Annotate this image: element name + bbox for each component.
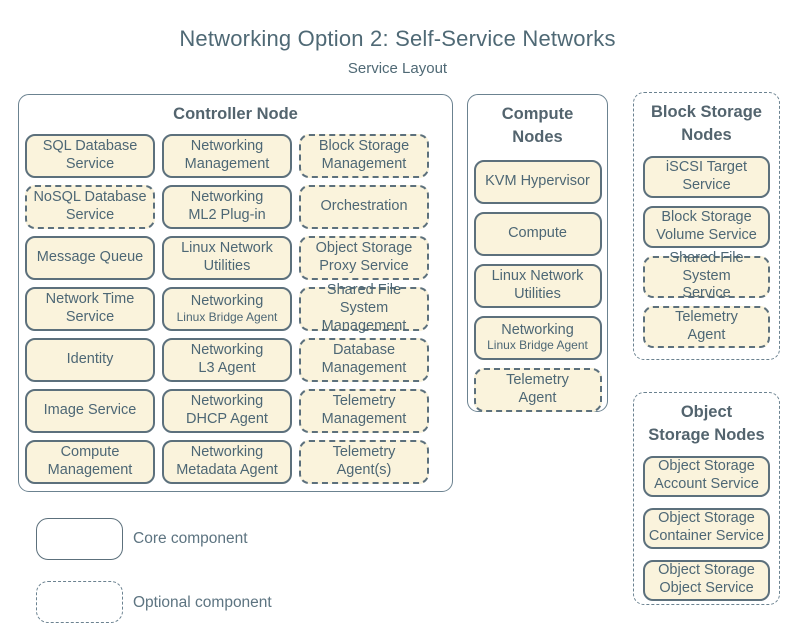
service-box-telemetry-agent-compute: Telemetry Agent <box>473 367 602 412</box>
object-storage-services-stack: Object Storage Account Service Object St… <box>634 455 779 601</box>
service-sublabel: Linux Bridge Agent <box>176 309 278 324</box>
service-box-shared-file-system-service: Shared File System Service <box>643 250 770 301</box>
service-label: Networking ML2 Plug-in <box>188 189 266 223</box>
block-storage-nodes-title: Block Storage Nodes <box>651 103 762 144</box>
controller-node-title: Controller Node <box>173 105 298 123</box>
service-box-linux-network-utilities-compute: Linux Network Utilities <box>473 263 602 308</box>
service-box-compute: Compute <box>473 211 602 256</box>
service-box-networking-l3-agent: Networking L3 Agent <box>162 337 292 382</box>
service-label: Object Storage Object Service <box>658 562 755 597</box>
service-box-networking-dhcp-agent: Networking DHCP Agent <box>162 388 292 433</box>
service-box-network-time-service: Network Time Service <box>25 286 155 331</box>
service-label: Compute <box>508 224 567 241</box>
legend-optional-swatch <box>36 581 123 623</box>
service-label: Shared File System Management <box>321 282 407 334</box>
service-label: Image Service <box>43 401 137 418</box>
service-label: Shared File System Service <box>669 250 744 302</box>
service-box-compute-management: Compute Management <box>25 439 155 484</box>
service-box-networking-ml2-plugin: Networking ML2 Plug-in <box>162 184 292 229</box>
compute-nodes-container: Compute Nodes KVM Hypervisor Compute Lin… <box>467 94 608 412</box>
block-storage-nodes-container: Block Storage Nodes iSCSI Target Service… <box>633 92 780 360</box>
service-label: Network Time Service <box>45 291 135 325</box>
service-label: KVM Hypervisor <box>485 172 590 189</box>
controller-services-grid: SQL Database Service Networking Manageme… <box>19 133 452 484</box>
service-sublabel: Linux Bridge Agent <box>487 338 588 353</box>
service-label: Compute Management <box>47 444 133 478</box>
service-label: Identity <box>66 350 114 367</box>
service-label: Networking L3 Agent <box>190 342 264 376</box>
legend-optional-label: Optional component <box>133 594 272 611</box>
service-label: Telemetry Management <box>321 393 407 427</box>
service-label: Object Storage Container Service <box>648 510 765 545</box>
service-box-image-service: Image Service <box>25 388 155 433</box>
service-box-shared-file-system-management: Shared File System Management <box>299 282 429 334</box>
service-label: Linux Network Utilities <box>181 240 273 274</box>
service-box-block-storage-volume-service: Block Storage Volume Service <box>643 205 770 248</box>
service-label: Networking Management <box>184 138 270 172</box>
service-label: Networking DHCP Agent <box>186 393 268 427</box>
service-box-object-storage-account-service: Object Storage Account Service <box>643 455 770 497</box>
service-box-block-storage-management: Block Storage Management <box>299 133 429 178</box>
service-box-networking-management: Networking Management <box>162 133 292 178</box>
service-label: Database Management <box>321 342 407 376</box>
service-box-telemetry-agent-block: Telemetry Agent <box>643 305 770 348</box>
service-box-iscsi-target-service: iSCSI Target Service <box>643 155 770 198</box>
service-label: Telemetry Agent <box>506 371 569 406</box>
service-label: Block Storage Management <box>318 138 410 172</box>
service-label: Networking Metadata Agent <box>176 444 278 478</box>
service-label: Linux Network Utilities <box>491 267 584 302</box>
compute-services-stack: KVM Hypervisor Compute Linux Network Uti… <box>468 159 607 412</box>
service-label: Message Queue <box>36 248 144 265</box>
service-box-linux-network-utilities: Linux Network Utilities <box>162 235 292 280</box>
service-label: Telemetry Agent <box>675 308 738 343</box>
diagram-subtitle: Service Layout <box>347 60 448 77</box>
service-label: iSCSI Target Service <box>665 158 748 193</box>
service-label: Networking <box>190 293 264 310</box>
service-label: NoSQL Database Service <box>33 189 147 223</box>
service-box-orchestration: Orchestration <box>299 184 429 229</box>
service-box-sql-database-service: SQL Database Service <box>25 133 155 178</box>
block-storage-services-stack: iSCSI Target Service Block Storage Volum… <box>634 155 779 348</box>
object-storage-nodes-container: Object Storage Nodes Object Storage Acco… <box>633 392 780 605</box>
compute-nodes-title: Compute Nodes <box>501 105 574 146</box>
service-box-object-storage-object-service: Object Storage Object Service <box>643 559 770 601</box>
service-box-object-storage-container-service: Object Storage Container Service <box>643 507 770 549</box>
service-box-telemetry-agents: Telemetry Agent(s) <box>299 439 429 484</box>
diagram-title: Networking Option 2: Self-Service Networ… <box>179 26 616 51</box>
service-box-message-queue: Message Queue <box>25 235 155 280</box>
service-label: Object Storage Proxy Service <box>315 240 413 274</box>
object-storage-nodes-title: Object Storage Nodes <box>648 403 765 444</box>
service-box-telemetry-management: Telemetry Management <box>299 388 429 433</box>
controller-node-container: Controller Node SQL Database Service Net… <box>18 94 453 492</box>
legend-core-label: Core component <box>133 530 248 547</box>
service-label: Orchestration <box>320 197 408 214</box>
service-box-nosql-database-service: NoSQL Database Service <box>25 184 155 229</box>
service-box-networking-metadata-agent: Networking Metadata Agent <box>162 439 292 484</box>
service-box-object-storage-proxy-service: Object Storage Proxy Service <box>299 235 429 280</box>
service-box-kvm-hypervisor: KVM Hypervisor <box>473 159 602 204</box>
service-label: Telemetry Agent(s) <box>332 444 396 478</box>
service-label: Block Storage Volume Service <box>656 208 757 243</box>
legend-core-swatch <box>36 518 123 560</box>
service-label: Networking <box>501 321 574 338</box>
service-box-database-management: Database Management <box>299 337 429 382</box>
service-box-identity: Identity <box>25 337 155 382</box>
service-label: SQL Database Service <box>42 138 138 172</box>
service-label: Object Storage Account Service <box>654 458 759 493</box>
